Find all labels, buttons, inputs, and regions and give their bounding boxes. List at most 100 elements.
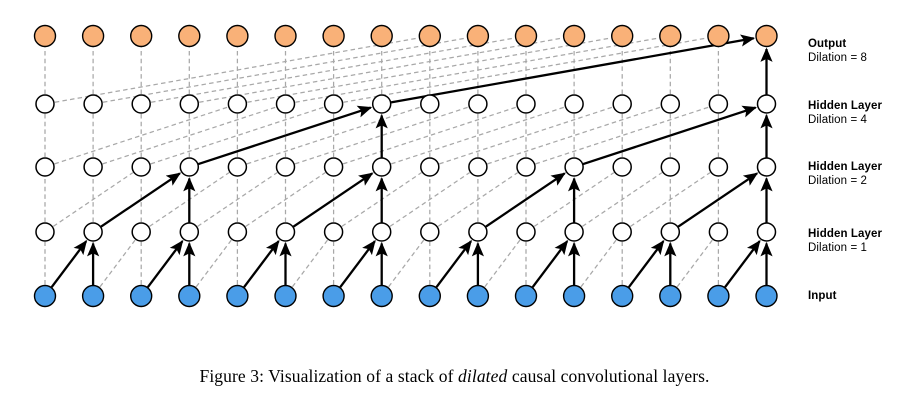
node-hidden-layer1-col2 bbox=[131, 94, 151, 114]
bold-edge-d4-diagonal-col7 bbox=[197, 105, 373, 166]
layer-label-dilation: Dilation = 1 bbox=[808, 241, 868, 254]
node-input-layer4-col0 bbox=[33, 284, 57, 308]
node-output-layer0-col10 bbox=[514, 24, 538, 48]
node-input-layer4-col3 bbox=[178, 284, 201, 308]
node-hidden-layer3-col3 bbox=[179, 222, 200, 242]
node-hidden-layer1-col4 bbox=[227, 94, 248, 114]
bold-edge-d1-diagonal-col11 bbox=[531, 240, 569, 288]
bold-edge-d1-diagonal-col9 bbox=[435, 240, 472, 288]
node-output-layer0-col4 bbox=[226, 24, 249, 48]
node-input-layer4-col12 bbox=[611, 284, 634, 308]
bold-edge-d2-diagonal-col15 bbox=[677, 172, 759, 228]
bold-edge-d1-diagonal-col3 bbox=[146, 240, 184, 288]
node-output-layer0-col13 bbox=[659, 24, 682, 48]
node-input-layer4-col10 bbox=[514, 284, 538, 308]
node-input-layer4-col9 bbox=[466, 284, 490, 308]
node-hidden-layer2-col5 bbox=[275, 157, 296, 177]
node-output-layer0-col15 bbox=[755, 24, 778, 48]
dashed-edge-d8-diagonal bbox=[199, 37, 563, 103]
layer-label-dilation: Dilation = 8 bbox=[808, 51, 868, 64]
layer-label-title: Output bbox=[808, 38, 847, 50]
node-output-layer0-col0 bbox=[33, 24, 57, 48]
node-output-layer0-col5 bbox=[274, 24, 297, 48]
dashed-edge-d8-diagonal bbox=[247, 37, 611, 103]
node-hidden-layer3-col4 bbox=[227, 222, 248, 242]
node-hidden-layer1-col6 bbox=[323, 94, 344, 114]
node-hidden-layer1-col0 bbox=[35, 94, 55, 114]
node-output-layer0-col6 bbox=[322, 24, 345, 48]
node-hidden-layer3-col14 bbox=[708, 222, 729, 242]
layer-label-dilation: Dilation = 4 bbox=[808, 113, 868, 126]
dashed-edge-d8-diagonal bbox=[54, 37, 419, 103]
node-output-layer0-col7 bbox=[370, 24, 393, 48]
node-input-layer4-col15 bbox=[755, 284, 778, 308]
bold-edge-d2-diagonal-col11 bbox=[485, 172, 566, 228]
dashed-edge-d2-diagonal bbox=[245, 172, 326, 227]
dashed-edge-d1-diagonal bbox=[580, 239, 617, 288]
dashed-edge-d1-diagonal bbox=[484, 239, 521, 288]
dashed-edge-d2-diagonal bbox=[389, 172, 470, 227]
node-hidden-layer1-col5 bbox=[275, 94, 296, 114]
bold-edge-d2-diagonal-col3 bbox=[100, 172, 181, 228]
node-hidden-layer3-col15 bbox=[756, 222, 777, 242]
node-output-layer0-col1 bbox=[81, 24, 105, 48]
node-output-layer0-col8 bbox=[418, 24, 441, 48]
layer-label-title: Input bbox=[808, 290, 837, 302]
node-hidden-layer3-col0 bbox=[35, 222, 55, 242]
dashed-edge-d2-diagonal bbox=[630, 172, 711, 227]
node-hidden-layer2-col3 bbox=[179, 157, 200, 177]
dashed-edge-d8-diagonal bbox=[102, 37, 467, 103]
node-hidden-layer3-col7 bbox=[371, 222, 392, 242]
caption-prefix: Figure 3: Visualization of a stack of bbox=[199, 366, 459, 386]
dashed-edge-d2-diagonal bbox=[582, 172, 663, 227]
dashed-edge-d1-diagonal bbox=[291, 239, 329, 288]
node-hidden-layer2-col4 bbox=[227, 157, 248, 177]
node-hidden-layer3-col11 bbox=[564, 222, 584, 242]
dashed-edge-d2-diagonal bbox=[197, 172, 278, 227]
node-hidden-layer1-col14 bbox=[708, 94, 729, 114]
dilated-convolution-diagram bbox=[33, 24, 778, 308]
layer-label-dilation: Dilation = 2 bbox=[808, 174, 868, 187]
dashed-edge-d1-diagonal bbox=[195, 239, 232, 288]
node-hidden-layer3-col5 bbox=[275, 222, 296, 242]
bold-edge-d1-diagonal-col7 bbox=[339, 240, 376, 288]
node-input-layer4-col8 bbox=[418, 284, 441, 308]
node-hidden-layer3-col10 bbox=[516, 222, 536, 242]
bold-edge-layer bbox=[50, 34, 773, 288]
node-input-layer4-col2 bbox=[129, 284, 153, 308]
layer-label-title: Hidden Layer bbox=[808, 228, 883, 240]
node-output-layer0-col2 bbox=[129, 24, 153, 48]
node-hidden-layer1-col1 bbox=[83, 94, 103, 114]
node-output-layer0-col3 bbox=[178, 24, 201, 48]
node-hidden-layer1-col10 bbox=[516, 94, 536, 114]
node-hidden-layer2-col14 bbox=[708, 157, 729, 177]
node-hidden-layer2-col7 bbox=[371, 157, 392, 177]
node-output-layer0-col11 bbox=[562, 24, 586, 48]
node-output-layer0-col14 bbox=[707, 24, 730, 48]
node-hidden-layer2-col0 bbox=[35, 157, 55, 177]
figure-caption: Figure 3: Visualization of a stack of di… bbox=[0, 366, 909, 387]
node-output-layer0-col9 bbox=[466, 24, 490, 48]
node-input-layer4-col4 bbox=[226, 284, 249, 308]
node-hidden-layer2-col13 bbox=[660, 157, 681, 177]
node-hidden-layer2-col8 bbox=[420, 157, 440, 177]
node-hidden-layer3-col1 bbox=[83, 222, 103, 242]
node-hidden-layer3-col13 bbox=[660, 222, 681, 242]
node-output-layer0-col12 bbox=[611, 24, 634, 48]
node-hidden-layer3-col9 bbox=[468, 222, 488, 242]
node-hidden-layer2-col6 bbox=[323, 157, 344, 177]
dashed-edge-d8-diagonal bbox=[295, 37, 660, 103]
dashed-edge-d8-diagonal bbox=[343, 37, 708, 103]
dashed-edge-d2-diagonal bbox=[437, 172, 519, 227]
node-hidden-layer2-col2 bbox=[131, 157, 151, 177]
node-hidden-layer1-col13 bbox=[660, 94, 681, 114]
node-hidden-layer2-col12 bbox=[612, 157, 632, 177]
dashed-edge-d2-diagonal bbox=[52, 172, 134, 227]
node-layer bbox=[33, 24, 778, 308]
layer-label-title: Hidden Layer bbox=[808, 100, 883, 112]
node-hidden-layer1-col3 bbox=[179, 94, 200, 114]
